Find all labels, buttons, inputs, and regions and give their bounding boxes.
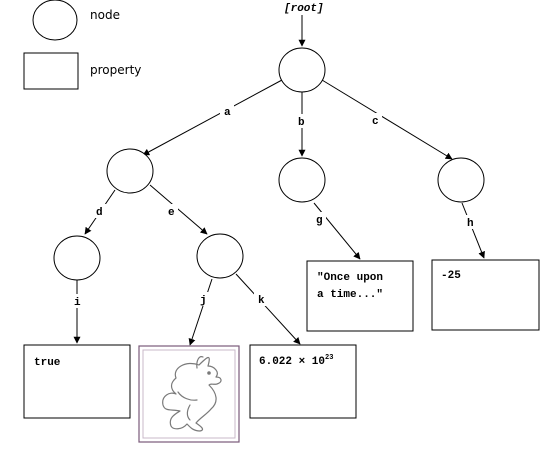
edge-label-g: g <box>316 215 323 227</box>
edge-label-b: b <box>298 117 305 129</box>
edge-label-i: i <box>74 297 81 309</box>
legend-node-shape <box>32 0 78 41</box>
edge-label-d: d <box>96 207 103 219</box>
edge-label-c: c <box>372 116 379 128</box>
root-label: [root] <box>284 3 324 15</box>
legend: node property <box>23 0 141 90</box>
property-g-value-line2: a time..." <box>317 289 383 301</box>
edge-a <box>142 79 283 156</box>
edge-label-k: k <box>258 295 265 307</box>
node-a <box>106 148 154 194</box>
node-root <box>278 47 326 93</box>
edge-e <box>149 184 208 235</box>
property-g-value-line1: "Once upon <box>317 272 383 284</box>
edge-c <box>321 79 453 160</box>
legend-node-label: node <box>90 8 120 22</box>
property-h <box>431 259 540 331</box>
edge-labels: a b c d e g h i j k <box>70 104 478 309</box>
property-k <box>249 344 357 419</box>
edge-label-h: h <box>467 218 474 230</box>
edge-g <box>313 202 361 260</box>
node-e <box>196 233 244 279</box>
edge-label-e: e <box>168 207 175 219</box>
rabbit-icon <box>162 356 222 432</box>
legend-property-label: property <box>90 63 141 77</box>
edge-j <box>188 278 213 346</box>
property-g <box>306 260 414 332</box>
property-j-inner <box>142 349 236 439</box>
edge-h <box>461 202 485 259</box>
property-k-value: 6.022 × 1023 <box>259 354 333 368</box>
node-b <box>278 157 326 203</box>
edge-label-a: a <box>224 107 231 119</box>
edge-k <box>235 273 301 345</box>
node-d <box>53 235 101 281</box>
legend-property-shape <box>23 52 79 90</box>
property-i <box>23 344 131 419</box>
node-c <box>437 157 485 203</box>
property-i-value: true <box>34 357 61 369</box>
edge-label-j: j <box>200 295 207 307</box>
property-h-value: -25 <box>441 270 461 282</box>
